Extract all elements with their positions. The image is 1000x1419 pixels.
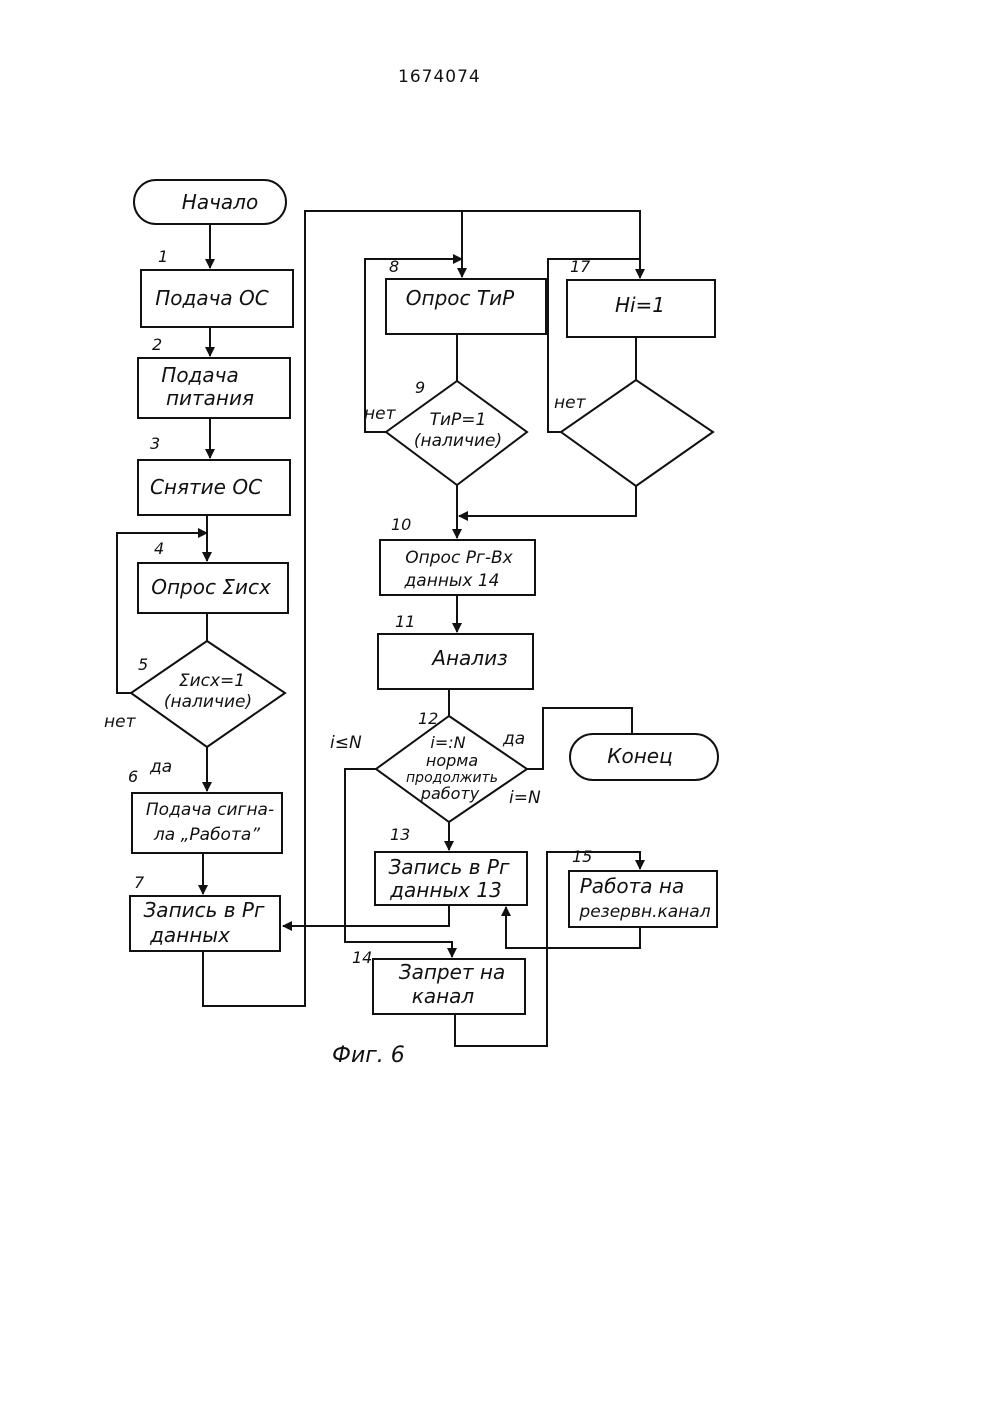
block-number: 3 (150, 434, 160, 453)
block-number: 2 (152, 335, 162, 354)
block-8-label: Опрос ТиР (406, 286, 515, 310)
branch-label-no: нет (364, 404, 397, 424)
block-13-label-line1: Запись в Рг (388, 855, 509, 879)
block-14-label-line1: Запрет на (399, 960, 506, 984)
block-2-label-line1: Подача (161, 363, 238, 387)
branch-label-no: нет (554, 393, 587, 413)
block-10-label-line1: Опрос Рг-Вх (405, 548, 513, 568)
start-label: Начало (182, 190, 258, 214)
block-number: 1 (158, 247, 168, 266)
branch-label-yes: да (502, 729, 525, 749)
return-to-7-line (283, 905, 449, 926)
block-6-label-line2: ла „Работа” (153, 825, 260, 845)
figure-caption: Фиг. 6 (332, 1043, 405, 1068)
block-4-label: Опрос Σисх (151, 575, 271, 599)
block-number: 15 (572, 847, 592, 866)
block-7-label-line1: Запись в Рг (143, 898, 264, 922)
patent-number: 1674074 (398, 67, 481, 87)
block-15-label-line1: Работа на (580, 874, 684, 898)
block-number: 6 (128, 767, 138, 786)
decision-9-label-line2: (наличие) (414, 431, 502, 451)
decision-5-label-line1: Σисх=1 (179, 671, 245, 691)
decision-12-label-line4: работу (420, 784, 480, 803)
decision-12-label-line2: норма (426, 751, 478, 770)
block-number: 11 (395, 612, 415, 631)
branch-label-eq: i=N (509, 788, 541, 808)
block-15-label-line2: резервн.канал (578, 902, 710, 922)
branch-label-le: i≤N (330, 733, 362, 753)
block-number: 9 (415, 378, 425, 397)
block-14-label-line2: канал (412, 984, 475, 1008)
block-number: 10 (391, 515, 411, 534)
block-11-label: Анализ (430, 646, 507, 670)
block-10-label-line2: данных 14 (404, 571, 500, 591)
block-13-label-line2: данных 13 (389, 878, 502, 902)
block-16-label: Нi=1 (615, 293, 665, 317)
branch-label-no: нет (104, 712, 137, 732)
join-line (459, 486, 636, 516)
branch-label-yes: да (149, 757, 172, 777)
block-2-label-line2: питания (166, 386, 254, 410)
block-number: 7 (134, 873, 145, 892)
decision-9-label-line1: ТиР=1 (430, 410, 487, 430)
block-number: 14 (352, 948, 372, 967)
block-6-label-line1: Подача сигна- (146, 800, 274, 820)
block-3-label: Снятие ОС (150, 475, 262, 499)
block-number: 13 (390, 825, 410, 844)
decision-5-label-line2: (наличие) (164, 692, 252, 712)
block-number: 5 (138, 655, 148, 674)
block-number: 4 (154, 539, 164, 558)
decision-12-label-line1: i=:N (430, 733, 465, 752)
block-1-label: Подача ОС (155, 286, 269, 310)
block-7-label-line2: данных (149, 923, 230, 947)
end-label: Конец (607, 744, 672, 768)
